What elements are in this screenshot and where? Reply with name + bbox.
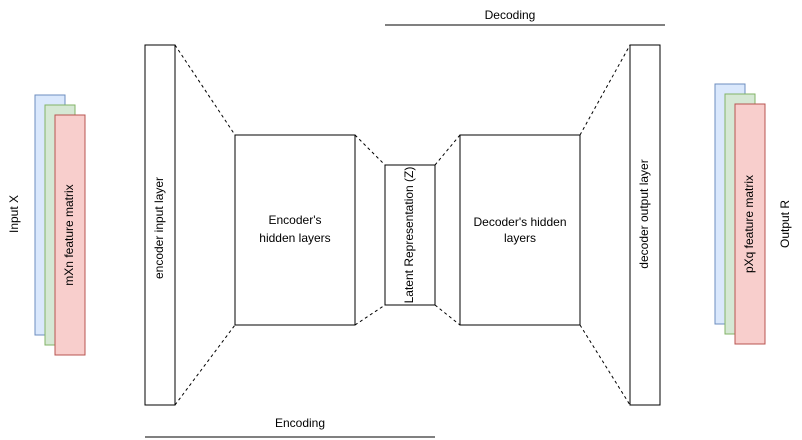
connector-top-latent-in [354, 134, 386, 166]
output-matrix-label: pXq feature matrix [742, 175, 756, 273]
latent-representation-label: Latent Representation (Z) [402, 167, 416, 304]
decoding-label: Decoding [485, 8, 536, 22]
connector-top-latent-out [434, 134, 461, 166]
decoder-hidden-label-line2: layers [504, 231, 536, 245]
output-side-label: Output R [778, 200, 792, 248]
connector-bottom-latent-in [354, 304, 386, 326]
decoder-output-layer-label: decoder output layer [637, 159, 651, 268]
connector-bottom-decoder [579, 324, 631, 406]
encoder-input-layer-label: encoder input layer [152, 177, 166, 279]
input-matrix-label: mXn feature matrix [62, 184, 76, 285]
input-matrix-front-sheet [54, 114, 86, 356]
connector-bottom-encoder [174, 324, 236, 406]
decoder-hidden-layers-box [459, 134, 581, 326]
encoding-label: Encoding [275, 416, 325, 430]
encoder-hidden-label-line1: Encoder's [269, 213, 322, 227]
input-side-label: Input X [7, 195, 21, 233]
encoder-input-layer-box [144, 44, 176, 406]
output-matrix-stack: pXq feature matrix [714, 83, 766, 345]
connector-top-encoder [174, 44, 236, 136]
input-matrix-stack: mXn feature matrix [34, 94, 86, 356]
connector-bottom-latent-out [434, 304, 461, 326]
encoder-hidden-layers-box [234, 134, 356, 326]
decoder-hidden-label-line1: Decoder's hidden [473, 215, 566, 229]
latent-representation-box [384, 164, 436, 306]
encoder-hidden-label-line2: hidden layers [259, 231, 330, 245]
output-matrix-front-sheet [734, 103, 766, 345]
decoder-output-layer-box [629, 44, 661, 406]
connector-top-decoder [579, 44, 631, 136]
